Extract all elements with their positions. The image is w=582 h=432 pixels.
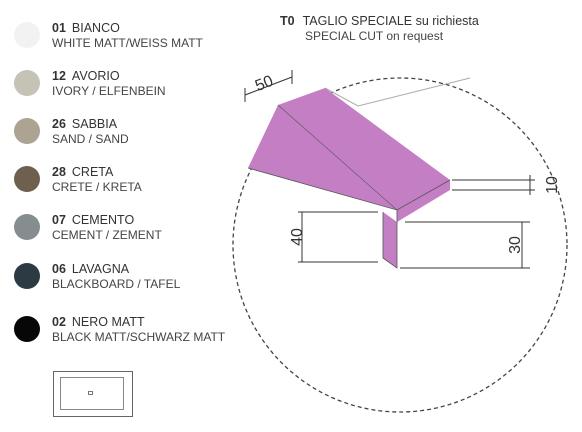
color-code: 06 xyxy=(52,262,66,276)
color-swatch xyxy=(14,214,40,240)
color-name: BIANCO xyxy=(71,21,120,35)
color-swatch xyxy=(14,263,40,289)
color-subtitle: BLACKBOARD / TAFEL xyxy=(52,277,181,291)
detail-circle xyxy=(232,77,568,413)
dimension-depth: 30 xyxy=(400,221,530,269)
drain-icon xyxy=(88,391,93,395)
color-name: CEMENTO xyxy=(71,213,135,227)
color-code: 02 xyxy=(52,315,66,329)
color-code: 07 xyxy=(52,213,66,227)
color-code: 12 xyxy=(52,69,66,83)
special-cut-code: T0 xyxy=(280,14,295,28)
dimension-width: 50 xyxy=(244,70,293,102)
dimension-depth-label: 30 xyxy=(507,236,524,254)
color-code: 28 xyxy=(52,165,66,179)
color-subtitle: SAND / SAND xyxy=(52,132,129,146)
edge-front-lip xyxy=(397,180,450,222)
color-name: SABBIA xyxy=(71,117,118,131)
dimension-height: 40 xyxy=(289,211,378,263)
color-code: 01 xyxy=(52,21,66,35)
shower-tray-thumbnail xyxy=(53,371,133,417)
dimension-width-label: 50 xyxy=(253,73,276,95)
color-code: 26 xyxy=(52,117,66,131)
color-swatch xyxy=(14,22,40,48)
edge-top-face xyxy=(248,88,450,210)
color-swatch xyxy=(14,316,40,342)
color-subtitle: CRETE / KRETA xyxy=(52,180,142,194)
color-swatch xyxy=(14,70,40,96)
special-cut-info: T0 TAGLIO SPECIALE su richiesta SPECIAL C… xyxy=(280,13,479,44)
special-cut-title: TAGLIO SPECIALE su richiesta xyxy=(302,14,479,28)
color-name: AVORIO xyxy=(71,69,120,83)
color-subtitle: WHITE MATT/WEISS MATT xyxy=(52,36,203,50)
color-subtitle: CEMENT / ZEMENT xyxy=(52,228,162,242)
dimension-thickness-label: 10 xyxy=(544,176,561,194)
color-name: CRETA xyxy=(71,165,114,179)
special-cut-subtitle: SPECIAL CUT on request xyxy=(305,29,444,43)
color-subtitle: IVORY / ELFENBEIN xyxy=(52,84,166,98)
color-name: NERO MATT xyxy=(71,315,145,329)
color-name: LAVAGNA xyxy=(71,262,130,276)
tray-outline xyxy=(324,77,471,107)
color-subtitle: BLACK MATT/SCHWARZ MATT xyxy=(52,330,226,344)
color-swatch xyxy=(14,166,40,192)
edge-drop-face xyxy=(383,212,397,268)
color-swatch xyxy=(14,118,40,144)
dimension-height-label: 40 xyxy=(289,228,306,246)
dimension-thickness: 10 xyxy=(452,175,561,195)
